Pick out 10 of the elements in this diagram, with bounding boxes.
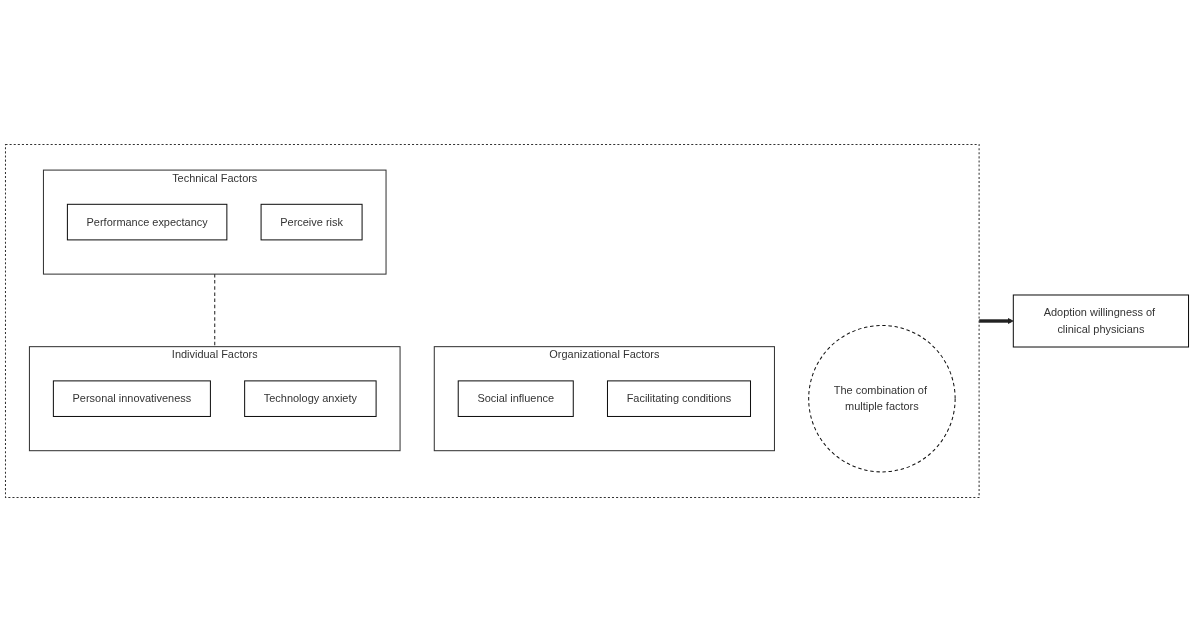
node-box: Personal innovativeness [52, 380, 211, 417]
node-box: Perceive risk [260, 203, 363, 241]
arrow [979, 318, 1014, 324]
node-circle: The combination of multiple factors [808, 324, 956, 473]
cluster [4, 143, 980, 499]
node-box: Adoption willingness of clinical physicians [1012, 294, 1190, 348]
node-box: Social influence [457, 380, 574, 417]
node-box: Performance expectancy [66, 203, 228, 241]
node-box: Technology anxiety [244, 380, 377, 417]
node-box: Facilitating conditions [606, 380, 752, 417]
